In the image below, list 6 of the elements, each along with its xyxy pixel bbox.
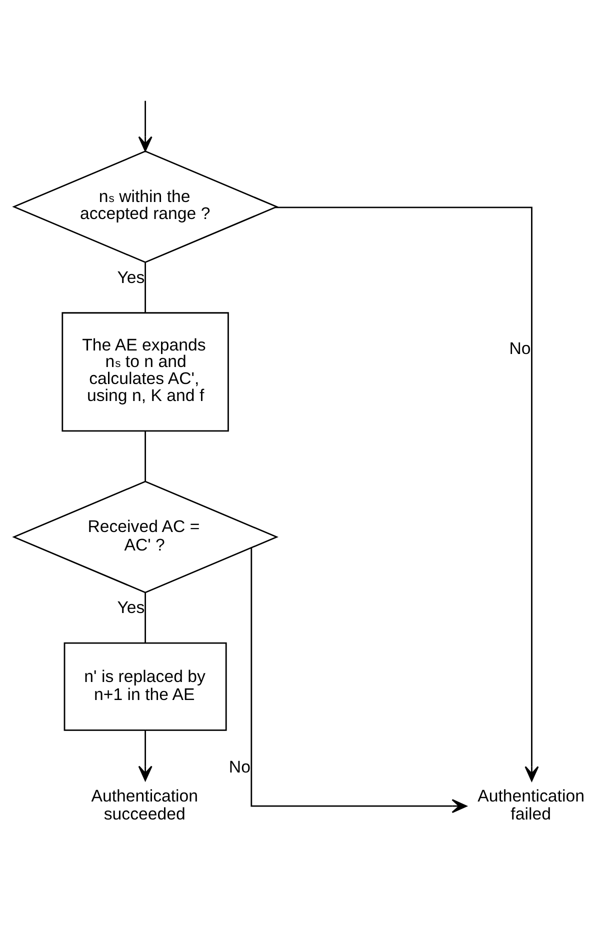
edge-label: Yes [117,268,145,287]
edge-label: No [509,338,531,358]
node-text: Authentication succeeded [91,786,198,824]
node-text: Authentication failed [478,786,584,824]
edge-label: Yes [117,598,145,618]
edge-label: No [228,758,250,777]
